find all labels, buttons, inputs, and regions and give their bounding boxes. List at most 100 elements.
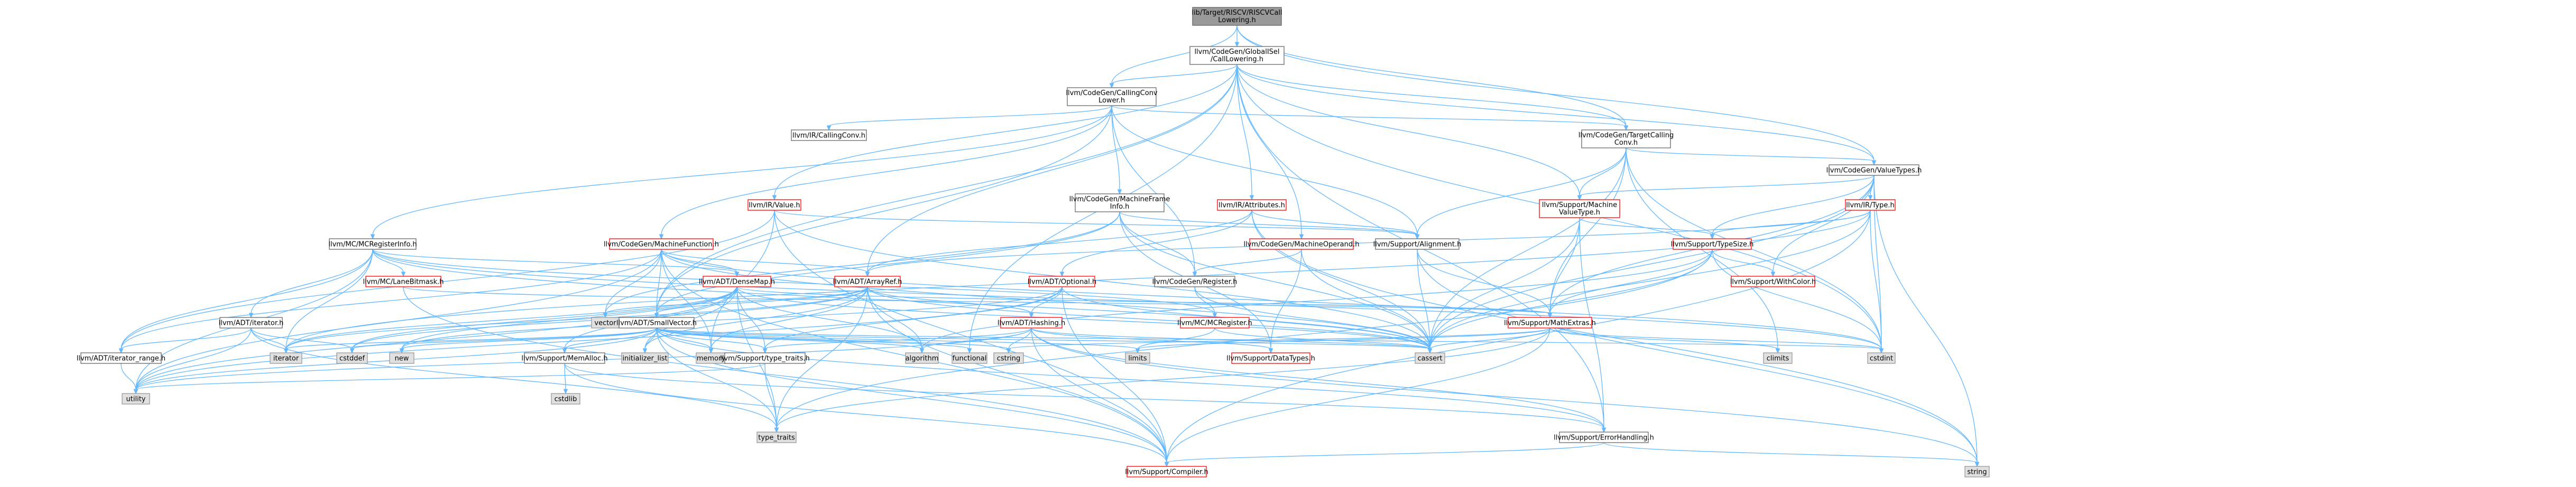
graph-node-arrayref[interactable]: llvm/ADT/ArrayRef.h	[833, 276, 902, 287]
node-label: /CallLowering.h	[1211, 55, 1263, 63]
graph-node-memory: memory	[696, 352, 726, 364]
dependency-edge	[133, 286, 737, 395]
graph-node-cstdint: cstdint	[1867, 352, 1896, 364]
dependency-edge	[659, 105, 1112, 240]
graph-node-iterator: iterator	[270, 352, 302, 364]
graph-node-cstddef: cstddef	[336, 352, 368, 364]
node-label: llvm/ADT/ArrayRef.h	[833, 278, 902, 286]
node-label: llvm/ADT/Optional.h	[1028, 278, 1097, 286]
node-label: llvm/Support/DataTypes.h	[1226, 355, 1315, 363]
dependency-edge	[1135, 327, 1550, 354]
node-label: llvm/MC/MCRegister.h	[1177, 320, 1252, 327]
node-label: llvm/Support/Alignment.h	[1373, 241, 1462, 249]
graph-node-codegenvaluetypes[interactable]: llvm/CodeGen/ValueTypes.h	[1826, 164, 1922, 176]
graph-node-aditerator[interactable]: llvm/ADT/iterator.h	[219, 317, 284, 329]
node-label: Conv.h	[1614, 139, 1638, 147]
graph-node-machineoperand[interactable]: llvm/CodeGen/MachineOperand.h	[1243, 238, 1360, 250]
dependency-edge	[118, 327, 252, 354]
graph-node-globalisel[interactable]: llvm/CodeGen/GlobalISel/CallLowering.h	[1189, 46, 1285, 65]
node-box	[1075, 193, 1165, 212]
dependency-edge	[1547, 217, 1580, 319]
dependency-edge	[764, 363, 779, 433]
graph-node-memalloc[interactable]: llvm/Support/MemAlloc.h	[521, 352, 608, 364]
node-label: llvm/ADT/SmallVector.h	[616, 320, 697, 327]
graph-node-iteratorrange[interactable]: llvm/ADT/iterator_range.h	[77, 352, 165, 364]
dependency-edge	[1029, 286, 1063, 319]
dependency-edge	[603, 286, 868, 319]
graph-node-mcregister[interactable]: llvm/MC/MCRegister.h	[1177, 317, 1252, 329]
dependency-edge	[1549, 327, 1884, 354]
dependency-edge	[826, 105, 1112, 131]
node-label: initializer_list	[622, 355, 667, 363]
graph-node-machinefunction[interactable]: llvm/CodeGen/MachineFunction.h	[604, 238, 719, 250]
graph-node-utility: utility	[122, 393, 150, 405]
graph-node-typetraitsh[interactable]: llvm/Support/type_traits.h	[720, 352, 810, 364]
dependency-edge	[1626, 147, 1877, 166]
node-box	[1539, 199, 1620, 218]
dependency-edge	[283, 249, 373, 354]
graph-node-irattributes[interactable]: llvm/IR/Attributes.h	[1217, 199, 1287, 211]
dependency-edge	[1234, 25, 1240, 48]
dependency-edge	[1031, 327, 1273, 354]
graph-node-hashing[interactable]: llvm/ADT/Hashing.h	[998, 317, 1065, 329]
graph-node-datatypes[interactable]: llvm/Support/DataTypes.h	[1226, 352, 1315, 364]
node-box	[952, 352, 987, 364]
node-box	[993, 352, 1024, 364]
node-label: llvm/IR/CallingConv.h	[792, 132, 865, 140]
dependency-edge	[1109, 64, 1238, 89]
node-label: iterator	[273, 355, 299, 363]
node-box	[1125, 352, 1150, 364]
node-label: llvm/MC/MCRegisterInfo.h	[328, 241, 417, 249]
dependency-edge	[118, 249, 373, 354]
node-label: llvm/Support/TypeSize.h	[1671, 241, 1754, 249]
node-box	[524, 352, 605, 364]
node-box	[1731, 276, 1815, 287]
node-label: llvm/Support/WithColor.h	[1730, 278, 1816, 286]
dependency-edge	[1006, 327, 1550, 354]
graph-node-alignment[interactable]: llvm/Support/Alignment.h	[1373, 238, 1462, 250]
dependency-edge	[372, 249, 406, 277]
graph-node-mcreginfo[interactable]: llvm/MC/MCRegisterInfo.h	[328, 238, 417, 250]
graph-node-smallvector[interactable]: llvm/ADT/SmallVector.h	[616, 317, 697, 329]
dependency-edge	[1164, 442, 1604, 467]
graph-node-irvalue[interactable]: llvm/IR/Value.h	[747, 199, 801, 211]
dependency-edge	[865, 64, 1238, 277]
graph-node-lanebitmask[interactable]: llvm/MC/LaneBitmask.h	[363, 276, 444, 287]
dependency-edge	[1031, 327, 1169, 467]
dependency-edge	[1710, 210, 1871, 240]
dependency-edge	[1603, 442, 1980, 467]
dependency-edge	[563, 363, 568, 395]
graph-node-withcolor[interactable]: llvm/Support/WithColor.h	[1730, 276, 1816, 287]
graph-node-errorhandling[interactable]: llvm/Support/ErrorHandling.h	[1554, 432, 1654, 443]
dependency-edge	[661, 249, 1433, 354]
graph-node-compiler[interactable]: llvm/Support/Compiler.h	[1125, 466, 1208, 477]
dependency-edge	[1712, 249, 1884, 354]
dependency-edge	[1111, 105, 1122, 195]
graph-node-codegenregister[interactable]: llvm/CodeGen/Register.h	[1152, 276, 1238, 287]
node-box	[1829, 164, 1919, 176]
dependency-edge	[1549, 327, 1780, 354]
dependency-edge	[133, 363, 765, 395]
node-box	[724, 352, 806, 364]
graph-node-optional[interactable]: llvm/ADT/Optional.h	[1028, 276, 1097, 287]
node-label: llvm/CodeGen/TargetCalling	[1578, 132, 1674, 139]
node-box	[1127, 466, 1207, 477]
dependency-edge	[1119, 211, 1197, 277]
node-label: llvm/Support/type_traits.h	[720, 355, 810, 363]
graph-node-ircallingconv[interactable]: llvm/IR/CallingConv.h	[791, 129, 867, 141]
node-box	[618, 317, 695, 329]
node-label: llvm/CodeGen/MachineFunction.h	[604, 241, 719, 249]
node-label: limits	[1128, 355, 1147, 363]
node-box	[1763, 352, 1793, 364]
node-box	[80, 352, 162, 364]
graph-node-irtype[interactable]: llvm/IR/Type.h	[1845, 199, 1896, 211]
dependency-edge	[283, 327, 657, 354]
graph-node-densemap[interactable]: llvm/ADT/DenseMap.h	[699, 276, 775, 287]
graph-node-mathextras[interactable]: llvm/Support/MathExtras.h	[1504, 317, 1596, 329]
graph-node-typesize[interactable]: llvm/Support/TypeSize.h	[1671, 238, 1754, 250]
